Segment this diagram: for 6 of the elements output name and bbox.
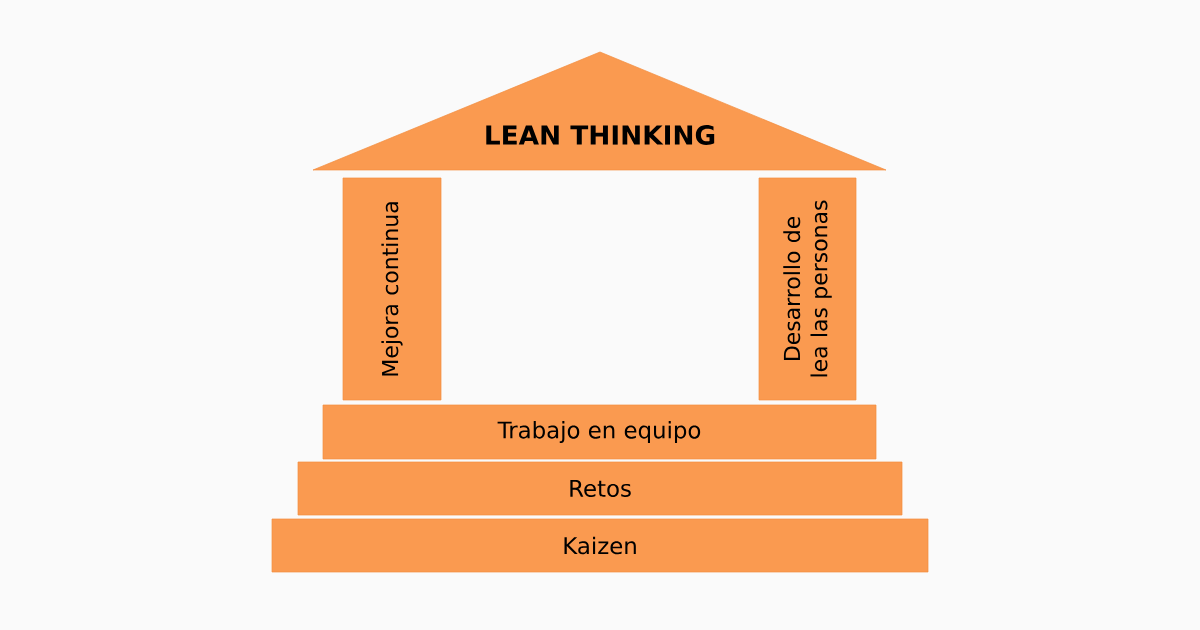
- step-box: Kaizen: [271, 518, 929, 573]
- pillar-box: Desarrollo de lea las personas: [758, 177, 857, 401]
- pillar-box: Mejora continua: [342, 177, 442, 401]
- step-box: Retos: [297, 461, 903, 516]
- roof-triangle: LEAN THINKING: [312, 51, 887, 171]
- step-box: Trabajo en equipo: [322, 404, 877, 460]
